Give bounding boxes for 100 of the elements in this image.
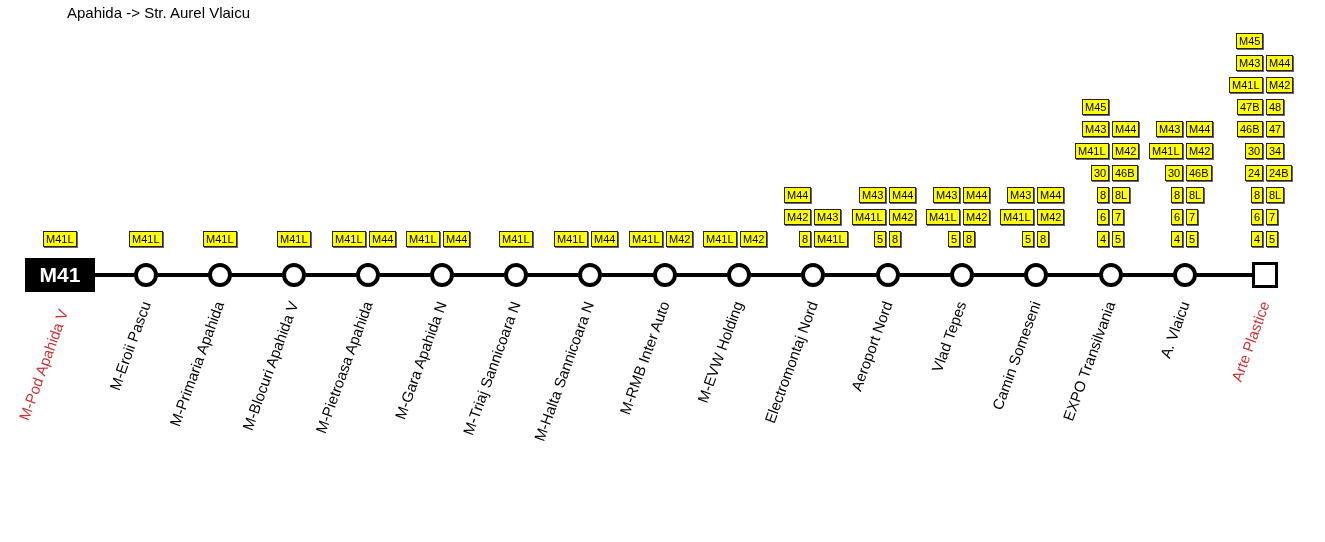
- transfer-route-badge: M43: [1007, 187, 1035, 203]
- transfer-route-badge: M41L: [499, 231, 533, 247]
- transfer-route-badge: M43: [1156, 121, 1184, 137]
- route-line: [158, 273, 208, 277]
- diagram-title: Apahida -> Str. Aurel Vlaicu: [67, 4, 251, 21]
- transfer-route-badge: 8L: [1112, 187, 1131, 203]
- transfer-route-badge: 6: [1171, 209, 1184, 225]
- route-line: [1197, 273, 1252, 277]
- transfer-route-badge: 48: [1266, 99, 1285, 115]
- transfer-route-badge: 8: [799, 231, 812, 247]
- transfer-route-badge: M44: [591, 231, 619, 247]
- transfer-route-badge: 47: [1266, 121, 1285, 137]
- transfer-route-badge: 24: [1245, 165, 1264, 181]
- transfer-route-badge: M41L: [203, 231, 237, 247]
- transfer-route-badge: M44: [369, 231, 397, 247]
- transfer-route-badge: 30: [1165, 165, 1184, 181]
- transfer-route-badge: 46B: [1186, 165, 1212, 181]
- transfer-route-badge: M42: [1266, 77, 1294, 93]
- transfer-route-badge: 4: [1251, 231, 1264, 247]
- transfer-route-badge: 7: [1112, 209, 1125, 225]
- transfer-route-badge: 24B: [1266, 165, 1292, 181]
- route-line: [1048, 273, 1099, 277]
- transfer-route-badge: 8: [1251, 187, 1264, 203]
- transfer-route-badge: M41L: [1000, 209, 1034, 225]
- transfer-route-badge: M41L: [629, 231, 663, 247]
- transfer-route-badge: M41L: [852, 209, 886, 225]
- transfer-route-badge: M41L: [1149, 143, 1183, 159]
- transfer-route-badge: M43: [859, 187, 887, 203]
- transfer-route-badge: 8: [1037, 231, 1050, 247]
- route-line: [825, 273, 876, 277]
- transfer-route-badge: M42: [1186, 143, 1214, 159]
- transfer-route-badge: 6: [1097, 209, 1110, 225]
- transfer-route-badge: 6: [1251, 209, 1264, 225]
- route-line: [454, 273, 504, 277]
- transfer-route-badge: 7: [1186, 209, 1199, 225]
- transfer-route-badge: M44: [1037, 187, 1065, 203]
- transfer-route-badge: 46B: [1112, 165, 1138, 181]
- transfer-route-badge: 5: [948, 231, 961, 247]
- route-line: [95, 273, 134, 277]
- transfer-route-badge: M44: [784, 187, 812, 203]
- transfer-route-badge: 4: [1171, 231, 1184, 247]
- transfer-route-badge: M43: [814, 209, 842, 225]
- route-line: [602, 273, 653, 277]
- stop-name: M-Eroii Pascu: [105, 298, 155, 393]
- route-line: [751, 273, 801, 277]
- stop-name: Vlad Tepes: [928, 298, 971, 375]
- route-line: [1123, 273, 1173, 277]
- transfer-route-badge: 8: [1171, 187, 1184, 203]
- transfer-route-badge: M42: [784, 209, 812, 225]
- transfer-route-badge: M41L: [703, 231, 737, 247]
- transfer-route-badge: M41L: [554, 231, 588, 247]
- transfer-route-badge: 5: [1186, 231, 1199, 247]
- transfer-route-badge: M41L: [43, 231, 77, 247]
- transfer-route-badge: 8L: [1186, 187, 1205, 203]
- route-line: [528, 273, 578, 277]
- route-line: [306, 273, 356, 277]
- transfer-route-badge: M41L: [277, 231, 311, 247]
- route-line: [232, 273, 282, 277]
- transfer-route-badge: M43: [933, 187, 961, 203]
- transfer-route-badge: M45: [1082, 99, 1110, 115]
- transfer-route-badge: 30: [1245, 143, 1264, 159]
- transfer-route-badge: M44: [1112, 121, 1140, 137]
- transfer-route-badge: 30: [1091, 165, 1110, 181]
- transfer-route-badge: 5: [1022, 231, 1035, 247]
- transfer-route-badge: M42: [963, 209, 991, 225]
- transfer-route-badge: M44: [963, 187, 991, 203]
- transfer-route-badge: M44: [443, 231, 471, 247]
- transfer-route-badge: 46B: [1237, 121, 1263, 137]
- route-line: [677, 273, 727, 277]
- transfer-route-badge: 7: [1266, 209, 1279, 225]
- transfer-route-badge: M41L: [332, 231, 366, 247]
- transfer-route-badge: M43: [1082, 121, 1110, 137]
- transfer-route-badge: M41L: [129, 231, 163, 247]
- stop-name: A. Vlaicu: [1156, 298, 1194, 361]
- transfer-route-badge: 8L: [1266, 187, 1285, 203]
- transfer-route-badge: M44: [889, 187, 917, 203]
- transfer-route-badge: 47B: [1237, 99, 1263, 115]
- transfer-route-badge: 34: [1266, 143, 1285, 159]
- transfer-route-badge: 5: [1112, 231, 1125, 247]
- transfer-route-badge: M41L: [926, 209, 960, 225]
- transfer-route-badge: M43: [1236, 55, 1264, 71]
- transfer-route-badge: 4: [1097, 231, 1110, 247]
- route-line: [974, 273, 1024, 277]
- transfer-route-badge: M45: [1236, 33, 1264, 49]
- transfer-route-badge: 8: [889, 231, 902, 247]
- transfer-route-badge: 8: [1097, 187, 1110, 203]
- route-number-badge: M41: [25, 258, 95, 292]
- transfer-route-badge: M42: [1112, 143, 1140, 159]
- transfer-route-badge: M41L: [814, 231, 848, 247]
- transfer-route-badge: M42: [889, 209, 917, 225]
- transfer-route-badge: M42: [1037, 209, 1065, 225]
- transfer-route-badge: M41L: [1075, 143, 1109, 159]
- route-line: [900, 273, 950, 277]
- route-line: [380, 273, 430, 277]
- transfer-route-badge: M44: [1186, 121, 1214, 137]
- transfer-route-badge: M42: [740, 231, 768, 247]
- transfer-route-badge: 8: [963, 231, 976, 247]
- transfer-route-badge: M42: [666, 231, 694, 247]
- transfer-route-badge: M41L: [1229, 77, 1263, 93]
- transfer-route-badge: 5: [874, 231, 887, 247]
